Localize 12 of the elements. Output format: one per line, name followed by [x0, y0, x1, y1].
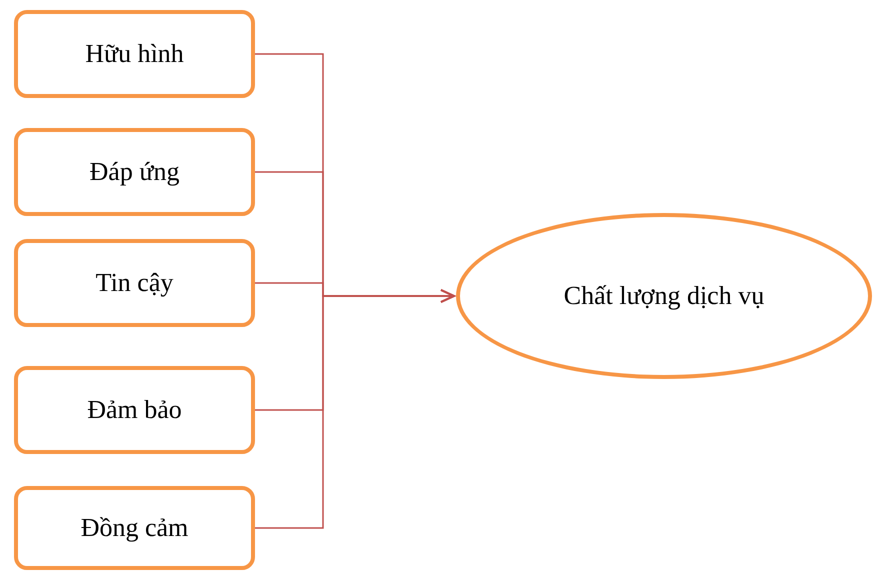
- factor-box: [14, 366, 255, 454]
- node-label: Đáp ứng: [90, 157, 180, 187]
- factor-box: [14, 239, 255, 327]
- node-label: Hữu hình: [85, 39, 184, 69]
- factor-box: [14, 486, 255, 570]
- node-label: Đồng cảm: [80, 513, 188, 543]
- node-label: Tin cậy: [96, 268, 174, 298]
- node-label: Chất lượng dịch vụ: [564, 281, 764, 311]
- node-label: Đảm bảo: [87, 395, 182, 425]
- factor-box: [14, 10, 255, 98]
- factor-box: [14, 128, 255, 216]
- connector-arrow: [255, 289, 455, 529]
